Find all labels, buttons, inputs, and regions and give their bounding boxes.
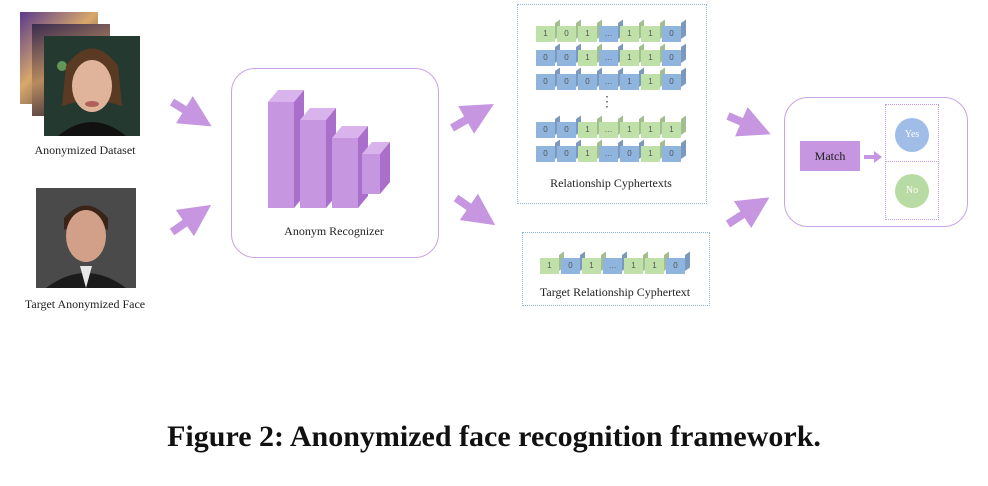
target-cypher-cell: 1 [624,258,643,274]
arrow-target-to-recognizer [169,204,212,237]
relationship-cell: … [599,26,618,42]
relationship-cell: 1 [641,74,660,90]
relationship-cell: 0 [536,74,555,90]
relationship-cell: … [599,74,618,90]
target-cypher-cell: … [603,258,622,274]
relationship-cell: 0 [557,74,576,90]
relationship-cell: 1 [620,74,639,90]
relationship-cell: 0 [557,26,576,42]
yes-circle: Yes [895,118,929,152]
relationship-cell: … [599,146,618,162]
relationship-cell: 1 [620,122,639,138]
relationship-cell: 0 [557,122,576,138]
target-cypher-cell: 1 [582,258,601,274]
relationship-cell: 0 [662,146,681,162]
arrow-target-cypher-to-match [725,197,770,229]
arrow-relationship-to-match [726,106,771,137]
relationship-cell: 0 [662,50,681,66]
relationship-cell: 1 [641,50,660,66]
target-cypher-cell: 0 [666,258,685,274]
no-circle: No [895,174,929,208]
relationship-cell: 1 [620,50,639,66]
relationship-cell: 0 [662,26,681,42]
relationship-cell: 0 [662,74,681,90]
relationship-cell: … [599,122,618,138]
target-cypher-cell: 1 [645,258,664,274]
relationship-cell: 1 [536,26,555,42]
relationship-cell: 1 [662,122,681,138]
relationship-cell: 1 [578,50,597,66]
target-cypher-label: Target Relationship Cyphertext [539,285,691,299]
relationship-cell: 1 [641,26,660,42]
result-divider-box [885,104,939,220]
result-divider-line [885,161,939,162]
relationship-cell: 0 [557,50,576,66]
relationship-cell: … [599,50,618,66]
relationship-cell: 0 [536,146,555,162]
dataset-photo-front [44,36,140,136]
target-photo [36,188,136,288]
target-cypher-cell: 1 [540,258,559,274]
arrow-dataset-to-recognizer [169,95,212,127]
target-cypher-cell: 0 [561,258,580,274]
relationship-cell: 0 [578,74,597,90]
match-arrow-icon [864,151,882,163]
relationship-cell: 1 [578,122,597,138]
arrow-recognizer-to-target-cypher [453,193,496,226]
arrow-recognizer-to-relationship [450,104,494,134]
relationship-cell: 1 [620,26,639,42]
relationship-cell: 0 [557,146,576,162]
target-label: Target Anonymized Face [24,297,146,311]
relationship-ellipsis: ⋮ [600,95,614,110]
relationship-cell: 0 [536,50,555,66]
relationship-cell: 0 [536,122,555,138]
relationship-cell: 1 [578,26,597,42]
relationship-label: Relationship Cyphertexts [550,176,672,190]
recognizer-label: Anonym Recognizer [284,224,384,238]
relationship-cell: 1 [641,146,660,162]
relationship-cell: 0 [620,146,639,162]
relationship-cell: 1 [641,122,660,138]
recognizer-layers-icon [268,90,390,208]
match-label: Match [800,141,860,171]
relationship-cell: 1 [578,146,597,162]
figure-caption: Figure 2: Anonymized face recognition fr… [167,420,821,453]
dataset-label: Anonymized Dataset [34,143,136,157]
